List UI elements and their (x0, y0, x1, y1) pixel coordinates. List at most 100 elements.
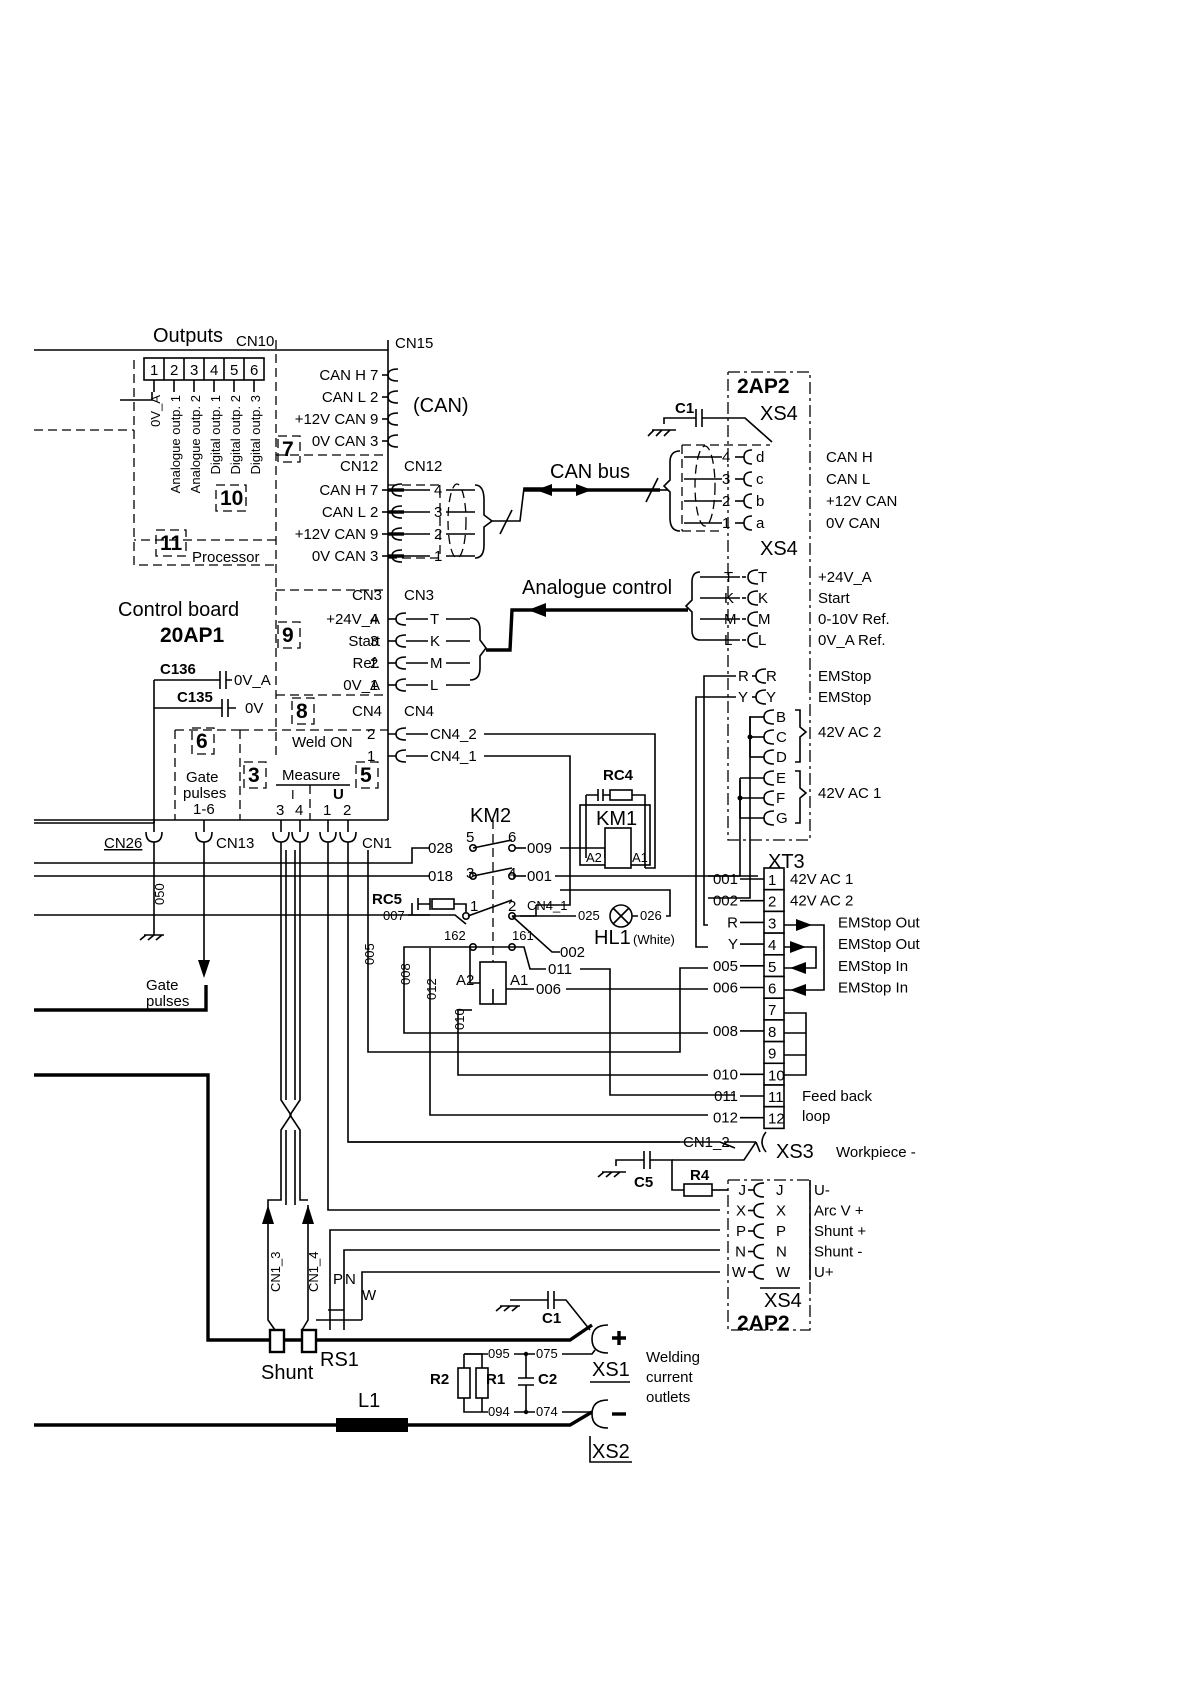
outlet-label-3: outlets (646, 1389, 690, 1406)
xs4-mid-label: XS4 (760, 538, 798, 560)
cn12-label-board: CN12 (340, 458, 378, 475)
can-bus-label: CAN bus (550, 461, 630, 483)
c135-net: 0V (245, 700, 263, 717)
xt3-pin-5: 5 (768, 959, 776, 976)
svg-text:CN1_4: CN1_4 (306, 1252, 321, 1292)
xt3-wire-2: 002 (713, 893, 738, 910)
block-8: 8 (296, 700, 308, 723)
cn12-signal-1: CAN H (319, 482, 366, 499)
svg-text:001: 001 (527, 868, 552, 885)
2ap2-c1-label: C1 (675, 400, 694, 417)
svg-text:C2: C2 (538, 1371, 557, 1388)
c136-label: C136 (160, 661, 196, 678)
svg-text:2: 2 (367, 726, 375, 743)
ap2-em-letter-R: R (738, 668, 749, 685)
gate-out-label-1: Gate (146, 977, 179, 994)
svg-text:075: 075 (536, 1346, 558, 1361)
svg-text:A2: A2 (456, 972, 474, 989)
cn10-pin-5: 5 (230, 362, 238, 379)
welding-outlets: C1 XS1 Welding current outlets 095 075 0… (336, 1291, 700, 1463)
xt3-label-2: 42V AC 2 (790, 893, 853, 910)
feedback-label-1: Feed back (802, 1088, 873, 1105)
svg-text:5: 5 (466, 829, 474, 846)
svg-text:W: W (362, 1287, 377, 1304)
block-5: 5 (360, 764, 372, 787)
xs4b-signal-5: U+ (814, 1264, 834, 1281)
cn10-signal-2: Analogue outp. 1 (168, 395, 183, 493)
rc5-label: RC5 (372, 891, 402, 908)
cn15-signal-1: CAN H (319, 367, 366, 384)
measure-i: I (291, 787, 295, 802)
xs3-desc: Workpiece - (836, 1144, 916, 1161)
ap2-ac-label: 42V AC 1 (818, 785, 881, 802)
cn13-label: CN13 (216, 835, 254, 852)
svg-text:009: 009 (527, 840, 552, 857)
cn3-label-board: CN3 (352, 587, 382, 604)
svg-text:1: 1 (367, 748, 375, 765)
cn3-mate-T: T (430, 611, 439, 628)
xt3-pin-10: 10 (768, 1067, 785, 1084)
ap2-ctl-mate-T: T (758, 569, 767, 586)
processor-label: Processor (192, 549, 260, 566)
xt3-wire-4: Y (728, 936, 738, 953)
km1-label: KM1 (596, 808, 637, 830)
cn3-mate-M: M (430, 655, 443, 672)
block-10: 10 (220, 487, 243, 510)
svg-text:011: 011 (548, 961, 572, 978)
cn4-connector: CN4 CN4 Weld ON 2 1 CN4_2 CN4_1 (292, 703, 656, 906)
cn10-pin-3: 3 (190, 362, 198, 379)
xs4-top-label: XS4 (760, 403, 798, 425)
can-bus-link: CAN bus (524, 461, 668, 503)
ap2-can-signal-3: +12V CAN (826, 493, 897, 510)
xt3-pin-8: 8 (768, 1024, 776, 1041)
ap2-can-signal-1: CAN H (826, 449, 873, 466)
cn12-label-mate: CN12 (404, 458, 442, 475)
xs4b-letter-P: P (776, 1223, 786, 1240)
relay-161-162: 162 161 011 A2 A1 006 (428, 928, 735, 1096)
rc4-label: RC4 (603, 767, 634, 784)
cn4-2-wire: CN4_2 (430, 726, 477, 743)
gate-label-2: pulses (183, 785, 226, 802)
control-board-code: 20AP1 (160, 624, 225, 647)
cn10-label: CN10 (236, 333, 274, 350)
emstop-arrows (784, 919, 825, 996)
cn15-signal-4: 0V CAN (312, 433, 366, 450)
svg-text:025: 025 (578, 908, 600, 923)
xs4b-wire-N: N (735, 1244, 746, 1261)
xt3-wire-3: R (727, 914, 738, 931)
hl1-note: (White) (633, 932, 675, 947)
cn3-signal-1: +24V_A (326, 611, 380, 628)
svg-text:002: 002 (560, 944, 585, 961)
xt3-wire-10: 010 (713, 1066, 738, 1083)
gate-label-1: Gate (186, 769, 219, 786)
cn12-pin-9: 9 (370, 526, 378, 543)
cn3-signal-3: Ref. (352, 655, 380, 672)
cn12-pin-3: 3 (370, 548, 378, 565)
xt3-pin-1: 1 (768, 872, 776, 889)
ap2-can-letter-a: a (756, 515, 765, 532)
km1-coil: RC4 KM1 A2 A1 (579, 767, 651, 869)
measure-u: U (333, 786, 344, 803)
svg-text:026: 026 (640, 908, 662, 923)
xt3-label-5: EMStop In (838, 958, 908, 975)
svg-text:2: 2 (508, 898, 516, 915)
cn10-signal-4: Digital outp. 1 (208, 395, 223, 475)
hl1-label: HL1 (594, 927, 631, 949)
xt3-pin-3: 3 (768, 915, 776, 932)
ap2-ctl-signal-2: Start (818, 590, 851, 607)
cn3-pin-3: 3 (370, 633, 378, 650)
svg-text:010: 010 (452, 1008, 467, 1030)
xt3-wire-1: 001 (713, 871, 738, 888)
ap2-can-pin-4: 4 (722, 449, 730, 466)
cn12-mate-pin-4: 4 (434, 482, 442, 499)
xs4b-letter-X: X (776, 1203, 786, 1220)
ap2-ctl-signal-1: +24V_A (818, 569, 872, 586)
gate-out-label-2: pulses (146, 993, 189, 1010)
outlet-label-2: current (646, 1369, 694, 1386)
xt3-label-1: 42V AC 1 (790, 871, 853, 888)
xt3-pin-9: 9 (768, 1046, 776, 1063)
